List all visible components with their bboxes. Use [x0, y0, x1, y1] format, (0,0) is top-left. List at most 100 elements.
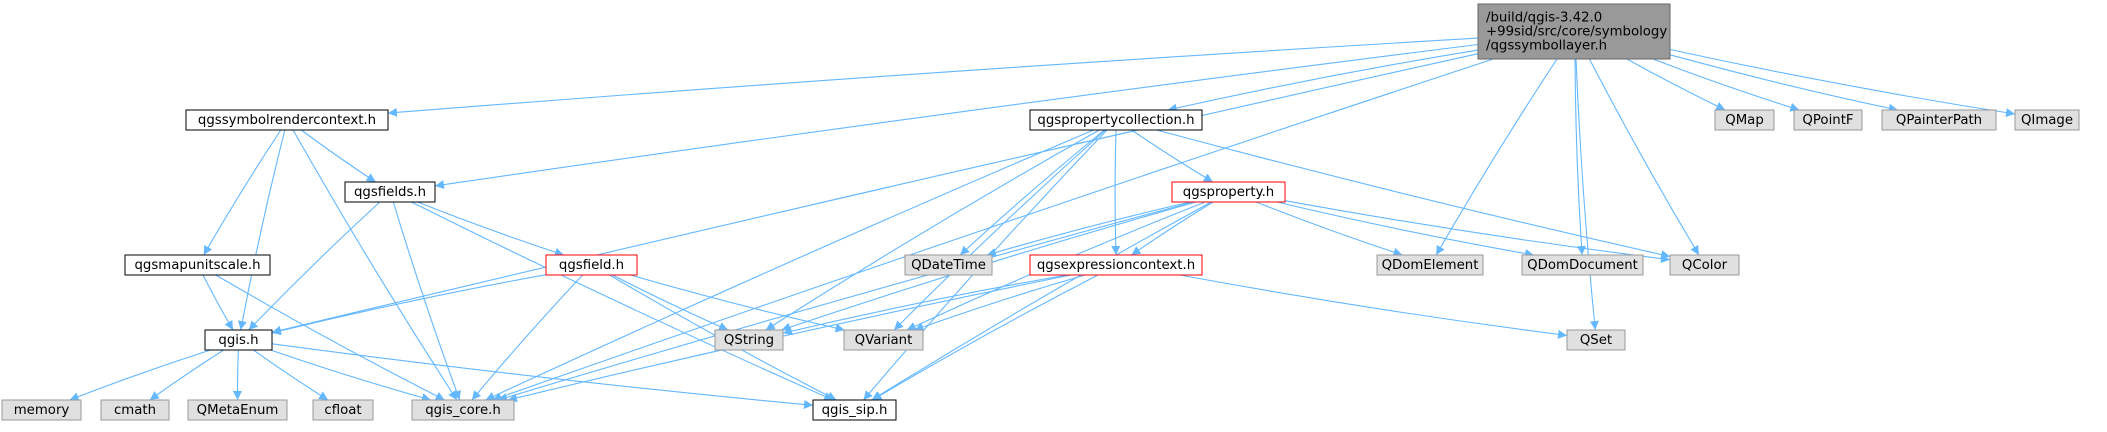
edge-property-to-exprcontext [1131, 201, 1214, 256]
node-qcolor[interactable]: QColor [1669, 254, 1740, 276]
node-label-qmap: QMap [1725, 113, 1764, 128]
edge-field-to-qstring [612, 274, 729, 331]
node-rendercontext[interactable]: qgssymbolrendercontext.h [185, 109, 389, 131]
node-box-exprcontext [1029, 254, 1203, 276]
node-box-qvariant [843, 329, 924, 351]
node-qimage[interactable]: QImage [2014, 109, 2080, 131]
edge-field-to-qvariant [630, 274, 845, 333]
node-box-qmap [1714, 109, 1775, 131]
node-box-qgiscore [411, 399, 515, 421]
node-box-qmetaenum [187, 399, 288, 421]
node-label-root: +99sid/src/core/symbology [1486, 25, 1667, 40]
node-label-qdomelement: QDomElement [1382, 258, 1479, 273]
edge-fields-to-qgis [248, 201, 381, 331]
edge-propcollection-to-qcolor [1156, 129, 1671, 259]
node-label-qgis: qgis.h [218, 333, 258, 348]
node-box-qstring [714, 329, 784, 351]
node-box-memory [1, 399, 82, 421]
node-qmetaenum[interactable]: QMetaEnum [187, 399, 288, 421]
node-label-rendercontext: qgssymbolrendercontext.h [198, 113, 376, 128]
edge-root-to-rendercontext [387, 37, 1479, 117]
node-label-mapunitscale: qgsmapunitscale.h [134, 258, 260, 273]
node-cmath[interactable]: cmath [100, 399, 170, 421]
node-box-qimage [2014, 109, 2080, 131]
edge-qgis-to-cmath [149, 349, 224, 401]
edge-property-to-qdomdocument [1276, 201, 1535, 258]
edge-root-to-qpointf [1652, 58, 1800, 112]
node-label-qdomdocument: QDomDocument [1527, 258, 1638, 273]
edge-field-to-qgiscore [471, 274, 584, 401]
node-box-fields [344, 181, 436, 203]
node-qgissip[interactable]: qgis_sip.h [812, 399, 897, 421]
node-qdatetime[interactable]: QDateTime [904, 254, 993, 276]
edge-fields-to-field [417, 201, 565, 257]
node-label-fields: qgsfields.h [354, 185, 426, 200]
edge-root-to-qdomelement [1435, 58, 1558, 256]
edge-root-to-qdomdocument [1574, 58, 1586, 256]
node-label-qpointf: QPointF [1802, 113, 1853, 128]
node-box-cmath [100, 399, 170, 421]
node-box-qgis [204, 329, 273, 351]
node-label-exprcontext: qgsexpressioncontext.h [1037, 258, 1195, 273]
node-label-field: qgsfield.h [559, 258, 624, 273]
node-qgiscore[interactable]: qgis_core.h [411, 399, 515, 421]
node-box-qset [1566, 329, 1626, 351]
node-cfloat[interactable]: cfloat [312, 399, 374, 421]
node-box-cfloat [312, 399, 374, 421]
node-label-property: qgsproperty.h [1183, 185, 1275, 200]
node-box-field [545, 254, 638, 276]
node-mapunitscale[interactable]: qgsmapunitscale.h [124, 254, 271, 276]
node-box-qpainterpath [1881, 109, 1997, 131]
edge-propcollection-to-qgiscore [485, 129, 1094, 401]
edge-exprcontext-to-qstring [782, 274, 1068, 336]
node-qdomdocument[interactable]: QDomDocument [1521, 254, 1644, 276]
node-field[interactable]: qgsfield.h [545, 254, 638, 276]
edge-fields-to-qgiscore [392, 201, 461, 401]
node-box-property [1171, 181, 1286, 203]
edge-field-to-qgis [271, 274, 547, 336]
edge-root-to-qset [1575, 58, 1599, 331]
edge-exprcontext-to-qgissip [872, 274, 1099, 401]
node-box-propcollection [1029, 109, 1203, 131]
node-qvariant[interactable]: QVariant [843, 329, 924, 351]
edge-propcollection-to-qdatetime [959, 129, 1105, 256]
edge-propcollection-to-qstring [765, 129, 1100, 331]
node-box-root [1477, 3, 1671, 60]
node-qdomelement[interactable]: QDomElement [1376, 254, 1484, 276]
edge-property-to-qdatetime [986, 201, 1191, 257]
edge-root-to-propcollection [1167, 49, 1479, 113]
node-label-qdatetime: QDateTime [911, 258, 986, 273]
node-qpointf[interactable]: QPointF [1793, 109, 1863, 131]
node-root[interactable]: /build/qgis-3.42.0+99sid/src/core/symbol… [1477, 3, 1671, 60]
node-box-rendercontext [185, 109, 389, 131]
node-fields[interactable]: qgsfields.h [344, 181, 436, 203]
node-label-cfloat: cfloat [324, 403, 361, 418]
node-exprcontext[interactable]: qgsexpressioncontext.h [1029, 254, 1203, 276]
node-label-memory: memory [14, 403, 70, 418]
edge-rendercontext-to-qgis [237, 129, 286, 331]
node-box-qdatetime [904, 254, 993, 276]
node-qset[interactable]: QSet [1566, 329, 1626, 351]
node-label-cmath: cmath [114, 403, 156, 418]
node-box-mapunitscale [124, 254, 271, 276]
node-label-qgissip: qgis_sip.h [822, 403, 888, 418]
node-label-qpainterpath: QPainterPath [1896, 113, 1982, 128]
node-box-qpointf [1793, 109, 1863, 131]
edge-property-to-qgiscore [497, 201, 1194, 402]
node-qmap[interactable]: QMap [1714, 109, 1775, 131]
node-box-qdomdocument [1521, 254, 1644, 276]
edge-propcollection-to-property [1131, 129, 1214, 183]
node-qpainterpath[interactable]: QPainterPath [1881, 109, 1997, 131]
node-property[interactable]: qgsproperty.h [1171, 181, 1286, 203]
node-memory[interactable]: memory [1, 399, 82, 421]
node-qstring[interactable]: QString [714, 329, 784, 351]
node-box-qcolor [1669, 254, 1740, 276]
edge-qgis-to-qgiscore [270, 349, 432, 402]
edge-root-to-qimage [1669, 48, 2016, 118]
node-propcollection[interactable]: qgspropertycollection.h [1029, 109, 1203, 131]
node-qgis[interactable]: qgis.h [204, 329, 273, 351]
edge-rendercontext-to-qgiscore [292, 129, 458, 401]
node-label-root: /qgssymbollayer.h [1486, 39, 1607, 54]
edge-propcollection-to-qvariant [893, 129, 1106, 331]
